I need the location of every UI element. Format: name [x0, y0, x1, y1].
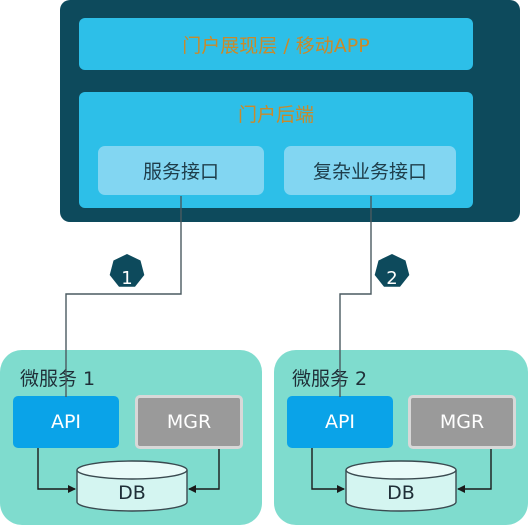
connector-line-2 — [339, 196, 372, 397]
badge-2-shape — [374, 254, 410, 287]
database-2-label: DB — [387, 482, 415, 504]
badge-2-label: 2 — [386, 268, 398, 289]
badge-1-shape — [109, 254, 145, 287]
badge-1-label: 1 — [121, 268, 133, 289]
microservice-2-api-label: API — [324, 411, 356, 433]
api-to-db-arrow-2 — [311, 448, 345, 493]
database-2-icon — [345, 460, 457, 512]
complex-interface-label: 复杂业务接口 — [312, 161, 427, 183]
microservice-1-title: 微服务 1 — [20, 368, 96, 390]
microservice-2-mgr-label: MGR — [439, 411, 485, 433]
api-to-db-arrow-1 — [37, 448, 76, 493]
service-interface-label: 服务接口 — [142, 161, 219, 183]
presentation-layer: 门户展现层 / 移动APP — [79, 18, 473, 70]
database-1-label: DB — [118, 482, 146, 504]
complex-interface-box: 复杂业务接口 — [284, 146, 456, 195]
presentation-layer-label: 门户展现层 / 移动APP — [182, 34, 370, 57]
microservice-2-api: API — [287, 396, 393, 448]
microservice-2-title: 微服务 2 — [292, 368, 368, 390]
microservice-1-mgr-label: MGR — [166, 411, 212, 433]
microservice-1-api: API — [13, 396, 119, 448]
mgr-to-db-arrow-2 — [457, 449, 492, 493]
microservice-2-mgr: MGR — [408, 395, 516, 449]
microservice-1-mgr: MGR — [135, 395, 243, 449]
database-1-icon — [76, 460, 188, 512]
mgr-to-db-arrow-1 — [188, 449, 220, 493]
connector-line-1 — [65, 196, 182, 397]
portal-backend-title: 门户后端 — [237, 104, 314, 126]
microservice-1-api-label: API — [50, 411, 82, 433]
service-interface-box: 服务接口 — [98, 146, 264, 195]
